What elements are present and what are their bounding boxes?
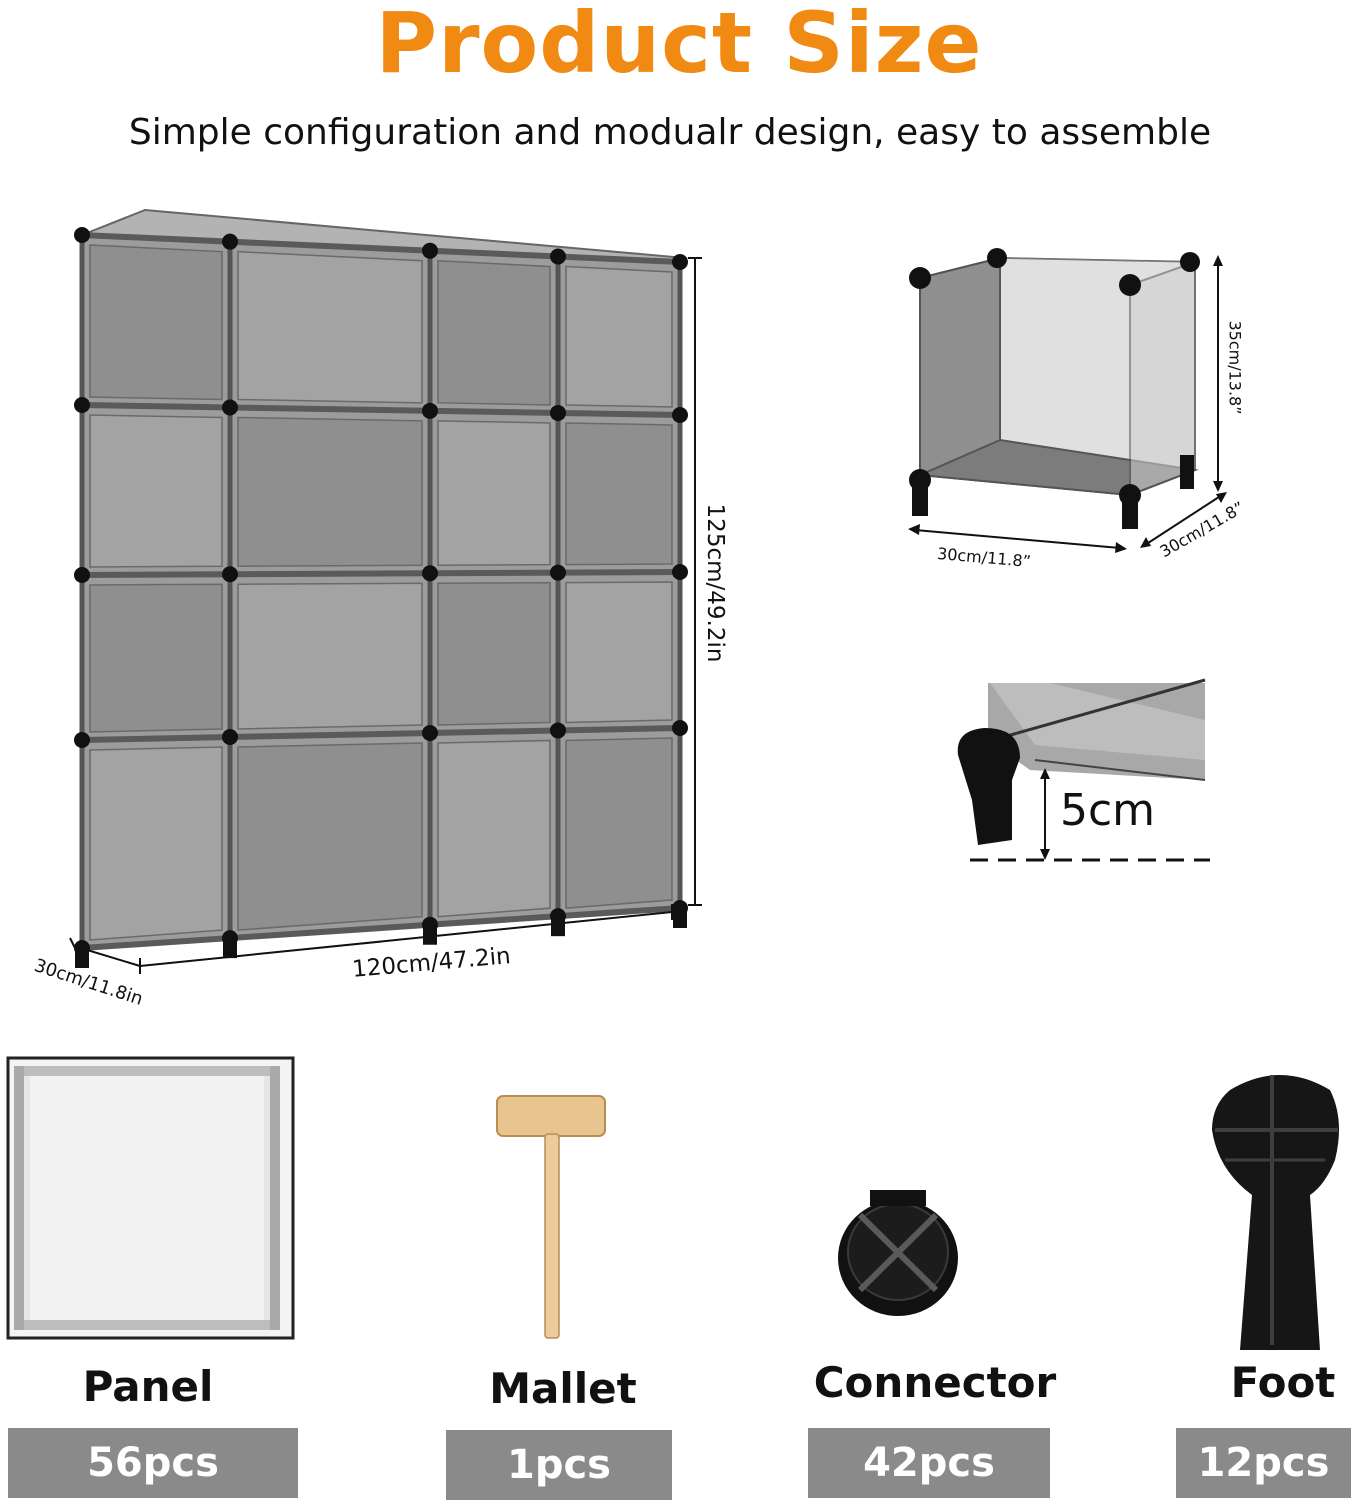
organizer-cell bbox=[437, 739, 551, 918]
organizer-connector bbox=[672, 564, 688, 580]
organizer-cell bbox=[437, 420, 551, 567]
foot-height-dimension: 5cm bbox=[1060, 785, 1156, 836]
organizer-connector bbox=[550, 722, 566, 739]
organizer-connector bbox=[222, 399, 238, 416]
organizer-foot bbox=[423, 924, 437, 945]
organizer-connector bbox=[74, 567, 90, 583]
organizer-connector bbox=[222, 566, 238, 583]
organizer-shelf bbox=[81, 905, 681, 951]
organizer-cell bbox=[89, 244, 223, 401]
page-title: Product Size bbox=[375, 0, 983, 92]
organizer-connector bbox=[222, 729, 238, 746]
organizer-cell bbox=[237, 582, 423, 730]
organizer-cell bbox=[237, 742, 423, 931]
part-count-connector: 42pcs bbox=[808, 1428, 1050, 1498]
organizer-foot bbox=[223, 938, 237, 959]
part-count-panel: 56pcs bbox=[8, 1428, 298, 1498]
organizer-cell bbox=[237, 250, 423, 404]
organizer-foot bbox=[551, 916, 565, 937]
organizer-connector bbox=[222, 233, 238, 250]
organizer-connector bbox=[672, 254, 688, 270]
organizer-shelf bbox=[81, 402, 681, 418]
organizer-cell bbox=[89, 583, 223, 733]
part-label-mallet: Mallet bbox=[489, 1364, 637, 1413]
part-label-foot: Foot bbox=[1230, 1358, 1336, 1407]
organizer-foot bbox=[673, 908, 687, 928]
organizer-cell bbox=[89, 746, 223, 941]
organizer-connector bbox=[550, 248, 566, 265]
organizer-connector bbox=[672, 720, 688, 736]
organizer-connector bbox=[422, 402, 438, 419]
organizer-cell bbox=[565, 265, 673, 408]
organizer-connector bbox=[422, 725, 438, 742]
organizer-connector bbox=[74, 227, 90, 243]
organizer-cell bbox=[565, 581, 673, 724]
organizer-shelf bbox=[81, 569, 681, 578]
organizer-connector bbox=[550, 404, 566, 421]
part-count-foot: 12pcs bbox=[1176, 1428, 1351, 1498]
page-subtitle: Simple configuration and modualr design,… bbox=[128, 112, 1212, 153]
organizer-cell bbox=[437, 581, 551, 726]
organizer-shelf bbox=[81, 725, 681, 743]
organizer-connector bbox=[74, 397, 90, 413]
organizer-shelf bbox=[81, 232, 681, 265]
organizer-connector bbox=[422, 242, 438, 259]
organizer-cell bbox=[237, 416, 423, 568]
organizer-cell bbox=[89, 414, 223, 568]
part-label-connector: Connector bbox=[813, 1358, 1057, 1407]
organizer-cell bbox=[437, 259, 551, 406]
organizer-connector bbox=[672, 407, 688, 423]
part-count-mallet: 1pcs bbox=[446, 1430, 672, 1500]
organizer-connector bbox=[550, 564, 566, 581]
organizer-cells bbox=[89, 244, 673, 941]
organizer-connector bbox=[422, 565, 438, 582]
organizer-cell bbox=[565, 422, 673, 566]
organizer-connector bbox=[74, 732, 90, 748]
part-label-panel: Panel bbox=[82, 1362, 214, 1411]
organizer-dividers bbox=[79, 232, 683, 951]
organizer-cell bbox=[565, 737, 673, 909]
